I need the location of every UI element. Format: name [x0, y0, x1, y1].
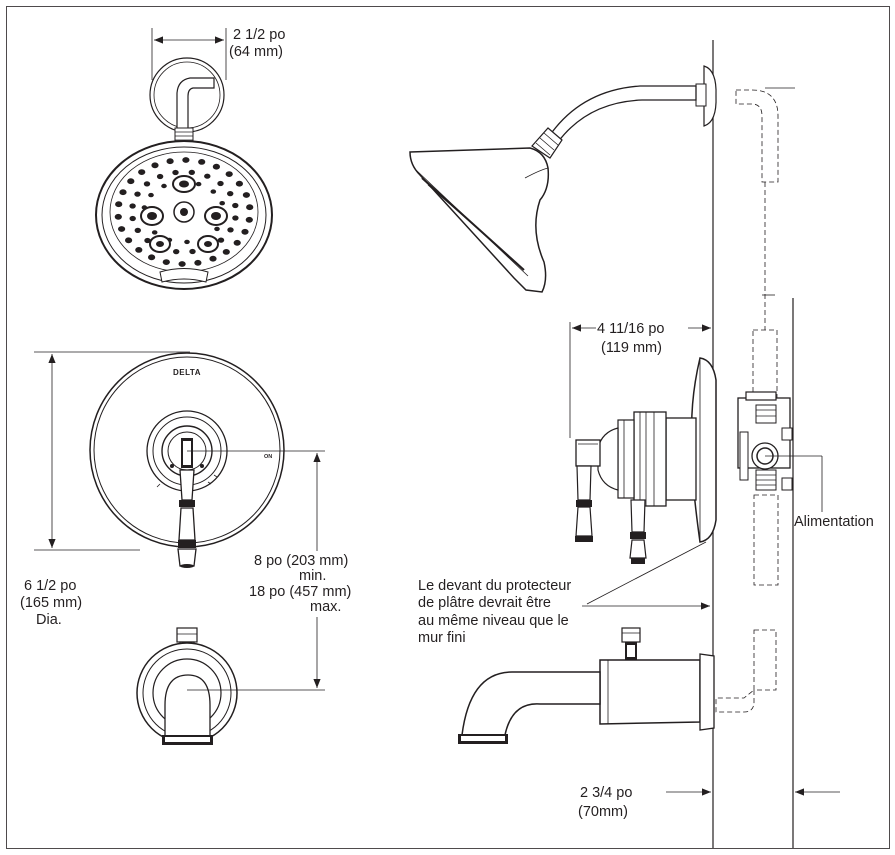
- wall-depth-label-mm: (70mm): [578, 804, 628, 820]
- spray-nozzle: [151, 230, 158, 235]
- spray-nozzle: [204, 173, 211, 179]
- handle-spout-label-max-value: 18 po (457 mm): [249, 584, 351, 600]
- spray-nozzle: [129, 215, 136, 222]
- valve-trim-side: [575, 357, 717, 564]
- spray-nozzle: [172, 169, 179, 176]
- spray-nozzle: [227, 191, 234, 197]
- valve-body-side: [737, 391, 793, 491]
- spray-nozzle: [148, 254, 156, 261]
- nozzle-pattern: [114, 157, 254, 267]
- spray-nozzle: [115, 201, 123, 208]
- handle-spout-label-min-value: 8 po (203 mm): [254, 553, 348, 569]
- plate-dia-label-dia: Dia.: [36, 612, 62, 628]
- spray-nozzle: [188, 169, 195, 175]
- spray-nozzle: [242, 192, 250, 198]
- spray-nozzle: [232, 202, 239, 209]
- shower-head-side: [409, 147, 550, 293]
- spray-nozzle: [143, 181, 151, 187]
- spray-nozzle: [194, 259, 202, 266]
- plaster-note-line-1: Le devant du protecteur: [418, 578, 571, 594]
- spray-nozzle: [245, 216, 253, 223]
- plaster-note-leader-a: [586, 541, 707, 605]
- spray-nozzle: [114, 213, 122, 220]
- spray-nozzle: [212, 163, 220, 170]
- spray-nozzle: [241, 228, 249, 235]
- spray-nozzle: [214, 226, 220, 232]
- head-width-dimension: [151, 28, 227, 80]
- spray-nozzle: [209, 255, 217, 262]
- spray-nozzle: [162, 259, 170, 265]
- spray-nozzle: [235, 180, 243, 187]
- handle-spout-label-max: max.: [310, 599, 341, 615]
- plate-brand-mark: DELTA: [173, 368, 201, 377]
- spray-nozzle: [151, 162, 159, 169]
- plate-diameter-dimension: [34, 351, 190, 551]
- spray-nozzle: [161, 183, 167, 189]
- spray-nozzle: [127, 178, 135, 185]
- plate-dia-label-in: 6 1/2 po: [24, 578, 76, 594]
- tub-spout-side: [458, 627, 715, 744]
- plate-dia-label-mm: (165 mm): [20, 595, 82, 611]
- head-width-label-mm: (64 mm): [229, 44, 283, 60]
- spray-nozzle: [210, 189, 217, 194]
- spray-nozzle: [173, 249, 180, 255]
- spray-nozzle: [233, 239, 241, 246]
- spray-nozzle: [166, 158, 174, 165]
- spray-nozzle: [125, 237, 133, 244]
- spray-nozzle: [219, 201, 225, 206]
- plaster-note-line-4: mur fini: [418, 630, 466, 646]
- spray-nozzle: [134, 227, 141, 233]
- plaster-note-line-2: de plâtre devrait être: [418, 595, 551, 611]
- dimension-label-mask: [247, 551, 392, 617]
- spray-nozzle: [225, 171, 233, 178]
- spray-nozzle: [138, 169, 146, 176]
- projection-label-in: 4 11/16 po: [597, 321, 664, 337]
- spray-nozzle: [189, 248, 196, 255]
- projection-label-mm: (119 mm): [601, 340, 662, 356]
- spray-nozzle: [156, 173, 164, 180]
- diagram-border: [6, 6, 890, 849]
- spray-nozzle: [217, 180, 224, 187]
- supply-label: Alimentation: [794, 514, 874, 530]
- spray-nozzle: [144, 237, 151, 244]
- spray-nozzle: [198, 159, 206, 165]
- handle-spout-label-min: min.: [299, 568, 326, 584]
- head-width-label-in: 2 1/2 po: [233, 27, 285, 43]
- shower-head-front-view: [95, 57, 273, 290]
- spray-nozzle: [195, 181, 202, 187]
- spray-nozzle: [182, 157, 190, 163]
- spray-nozzle: [232, 215, 239, 221]
- spray-nozzle: [246, 204, 254, 211]
- spray-nozzle: [184, 239, 190, 245]
- supply-pipe-ghost: [715, 87, 795, 713]
- tub-spout-front-view: [136, 627, 238, 745]
- plaster-note-line-3: au même niveau que le: [418, 613, 569, 629]
- spray-nozzle: [129, 203, 136, 209]
- spray-nozzle: [118, 226, 126, 232]
- spray-nozzle: [222, 249, 230, 255]
- wall-depth-label-in: 2 3/4 po: [580, 785, 632, 801]
- spray-nozzle: [119, 189, 127, 196]
- shower-arm-side: [531, 65, 717, 159]
- spray-nozzle: [227, 227, 234, 233]
- spray-nozzle: [134, 191, 141, 197]
- spray-nozzle: [135, 247, 143, 253]
- spray-nozzle: [178, 261, 186, 267]
- spray-nozzle: [148, 192, 154, 198]
- valve-trim-front-view: [89, 352, 285, 568]
- plate-on-mark: ON: [264, 454, 272, 460]
- spray-nozzle: [217, 237, 225, 243]
